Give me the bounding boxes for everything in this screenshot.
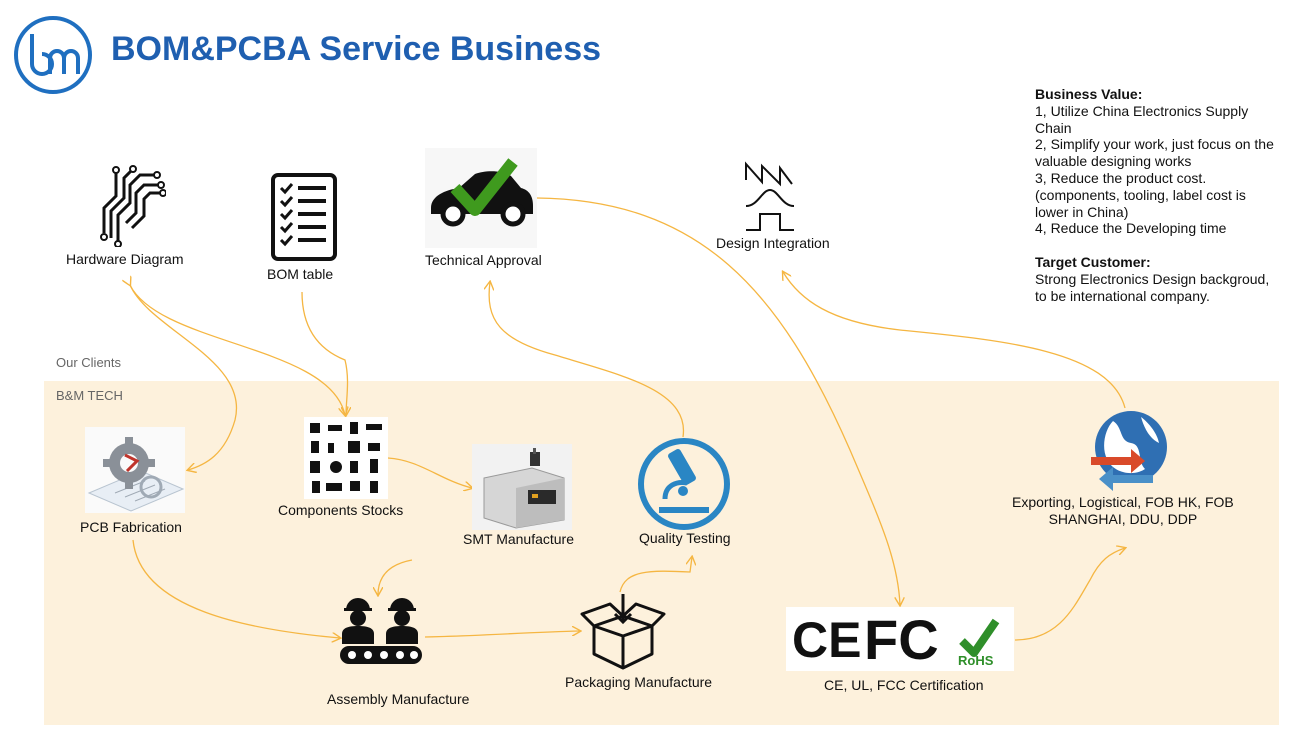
business-value-heading: Business Value:	[1035, 86, 1143, 102]
components-stocks-label: Components Stocks	[278, 502, 404, 518]
arrow-hardware-to-components	[130, 285, 345, 415]
car-check-icon	[425, 148, 537, 248]
arrow-assembly-to-packaging	[424, 631, 580, 638]
components-grid-icon	[304, 417, 388, 499]
page-title: BOM&PCBA Service Business	[111, 30, 602, 68]
business-value-item: 4, Reduce the Developing time	[1035, 220, 1227, 237]
assembly-manufacture-label: Assembly Manufacture	[327, 691, 470, 707]
target-customer-heading: Target Customer:	[1035, 254, 1151, 271]
globe-exchange-icon	[1091, 411, 1167, 491]
exporting-label: Exporting, Logistical, FOB HK, FOB SHANG…	[1012, 494, 1234, 528]
certification-marks-icon: CE FC RoHS	[786, 607, 1014, 671]
packaging-manufacture-label: Packaging Manufacture	[565, 674, 713, 690]
technical-approval-label: Technical Approval	[425, 252, 542, 268]
ce-mark: CE	[792, 612, 861, 668]
business-info-panel: Business Value: 1, Utilize China Electro…	[1035, 86, 1275, 305]
target-customer-text: Strong Electronics Design backgroud, to …	[1035, 270, 1270, 304]
design-integration-label: Design Integration	[716, 235, 830, 251]
gear-board-icon	[85, 427, 185, 513]
workers-conveyor-icon	[340, 598, 422, 664]
arrow-quality-to-technical	[489, 282, 685, 438]
arrow-bom-to-components	[301, 291, 348, 415]
fcc-mark: FC	[864, 608, 939, 671]
microscope-icon	[638, 438, 730, 530]
exporting-label-line: SHANGHAI, DDU, DDP	[1048, 511, 1198, 527]
pcb-fabrication-label: PCB Fabrication	[80, 519, 182, 535]
company-zone-label: B&M TECH	[56, 388, 123, 403]
business-value-item: 2, Simplify your work, just focus on the…	[1035, 136, 1274, 170]
rohs-mark: RoHS	[958, 653, 994, 668]
exporting-label-line: Exporting, Logistical, FOB HK, FOB	[1012, 494, 1234, 510]
arrow-exporting-to-design	[783, 272, 1126, 409]
open-box-icon	[580, 594, 666, 670]
arrow-technical-to-certification	[536, 197, 900, 605]
business-value-item: 3, Reduce the product cost.(components, …	[1035, 169, 1246, 220]
smt-machine-icon	[472, 444, 572, 530]
smt-manufacture-label: SMT Manufacture	[463, 531, 575, 547]
bm-logo-icon	[14, 16, 92, 94]
arrow-components-to-smt	[387, 457, 472, 488]
certification-label: CE, UL, FCC Certification	[824, 677, 984, 693]
arrow-certification-to-exporting	[1014, 548, 1125, 641]
bom-table-label: BOM table	[267, 266, 334, 282]
waveform-icon	[745, 161, 795, 231]
arrow-pcb-to-assembly	[132, 539, 340, 638]
business-value-item: 1, Utilize China Electronics Supply Chai…	[1035, 102, 1249, 136]
arrow-smt-to-assembly	[378, 559, 413, 595]
checklist-icon	[271, 173, 337, 261]
clients-zone-label: Our Clients	[56, 355, 122, 370]
hardware-diagram-label: Hardware Diagram	[66, 251, 184, 267]
arrow-packaging-to-quality	[619, 557, 692, 593]
bm-tech-zone	[44, 381, 1279, 725]
circuit-icon	[100, 165, 166, 247]
quality-testing-label: Quality Testing	[639, 530, 731, 546]
